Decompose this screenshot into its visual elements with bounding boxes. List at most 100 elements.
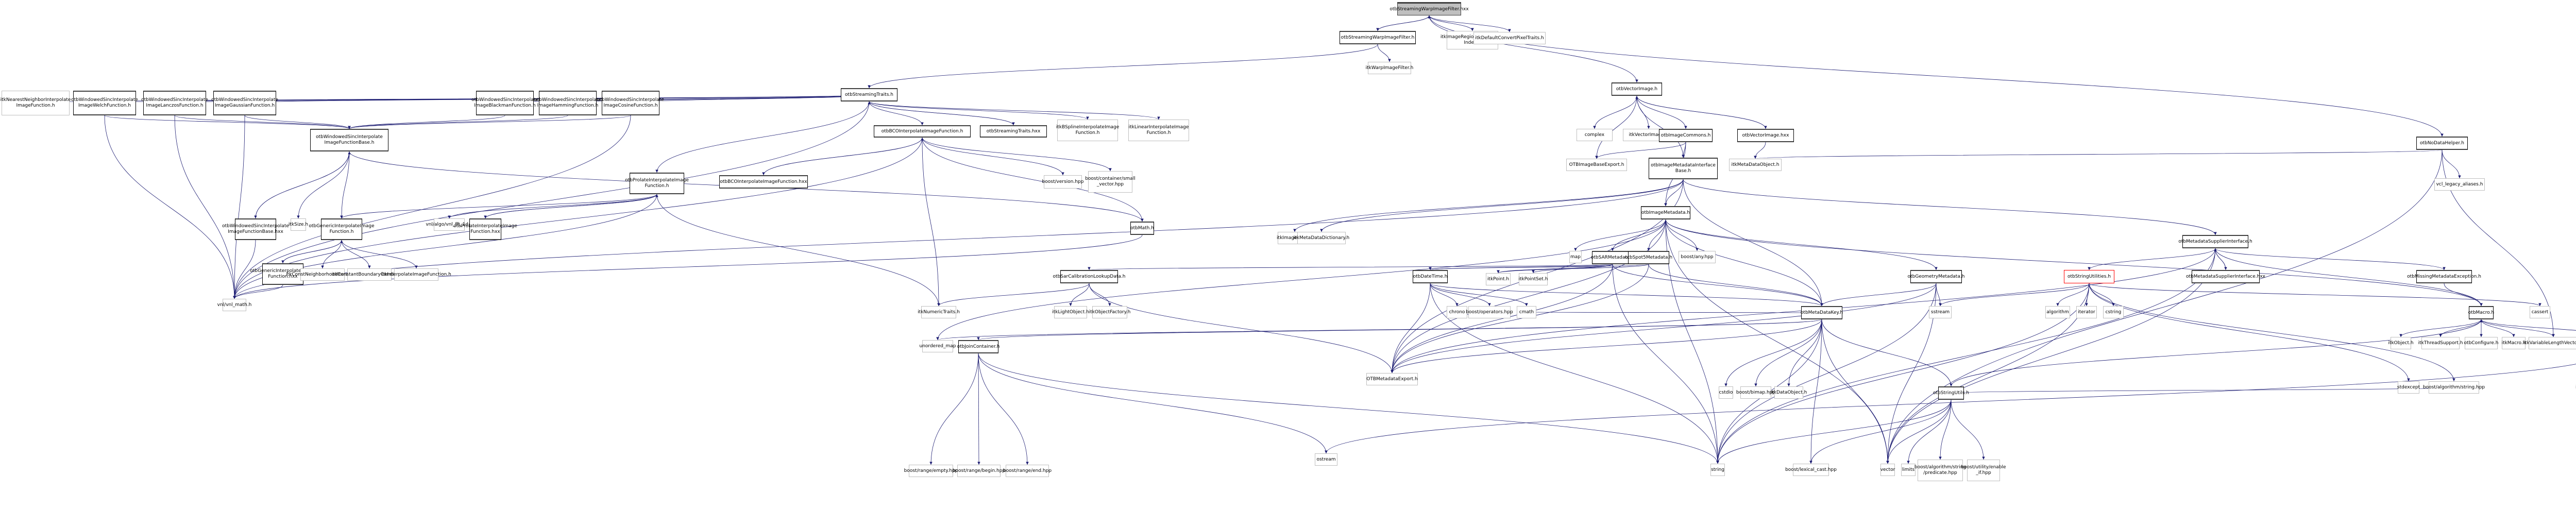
edge-msi-to-string <box>1716 248 2216 464</box>
node-bspl: itkBSplineInterpolateImage Function.h <box>1056 120 1119 141</box>
node-root[interactable]: otbStreamingWarpImageFilter.hxx <box>1389 2 1469 15</box>
node-mdo: itkMetaDataObject.h <box>1729 159 1782 171</box>
node-prolhxx[interactable]: otbProlateInterpolateImage Function.hxx <box>453 218 517 240</box>
node-bas: boost/algorithm/string.hpp <box>2423 381 2485 394</box>
edge-black-to-wsbase <box>348 115 505 129</box>
node-welch[interactable]: otbWindowedSincInterpolate ImageWelchFun… <box>71 91 138 115</box>
edge-msi-to-su <box>2088 248 2216 270</box>
node-sthxx[interactable]: otbStreamingTraits.hxx <box>980 125 1047 138</box>
node-mdexp: OTBMetadataExport.h <box>1366 373 1418 385</box>
edge-sutils-to-bpred <box>1939 399 1952 460</box>
node-dt[interactable]: otbDateTime.h <box>1413 270 1448 283</box>
edge-st-to-lin <box>869 101 1160 120</box>
node-cstring: cstring <box>2103 306 2124 318</box>
edge-bco-to-math <box>922 137 1144 222</box>
node-vi[interactable]: otbVectorImage.h <box>1612 82 1662 96</box>
edge-welch-to-vnlmath <box>104 115 236 299</box>
node-complex: complex <box>1577 129 1613 141</box>
edge-st-to-prol <box>655 101 870 173</box>
edge-st-to-vnlmath <box>233 101 870 299</box>
node-sarmd[interactable]: otbSARMetadata.h <box>1591 251 1634 264</box>
node-ndh[interactable]: otbNoDataHelper.h <box>2416 137 2468 150</box>
node-imib[interactable]: otbImageMetadataInterface Base.h <box>1649 158 1718 179</box>
node-gauss[interactable]: otbWindowedSincInterpolate ImageGaussian… <box>211 91 278 115</box>
node-imc[interactable]: otbImageCommons.h <box>1659 129 1713 142</box>
node-hamm[interactable]: otbWindowedSincInterpolate ImageHammingF… <box>534 91 601 115</box>
edge-msi-to-vector <box>1886 248 2216 464</box>
node-numt: itkNumericTraits.h <box>918 306 960 318</box>
node-bimap: boost/bimap.hpp <box>1736 386 1775 399</box>
edge-dt-to-mdexp <box>1391 283 1431 374</box>
edge-imib-to-mdd <box>1320 179 1684 232</box>
node-vector: vector <box>1880 464 1895 476</box>
node-gen[interactable]: otbGenericInterpolateImage Function.h <box>309 218 375 240</box>
node-bcohxx[interactable]: otbBCOInterpolateImageFunction.hxx <box>719 175 808 189</box>
edge-hamm-to-wsbase <box>348 115 568 129</box>
edge-su-to-cassert <box>2089 283 2541 307</box>
edge-sutils-to-limits <box>1907 399 1952 464</box>
edge-cos-to-wsbase <box>348 115 631 129</box>
node-math[interactable]: otbMath.h <box>1130 222 1154 235</box>
edge-sutils-to-vector <box>1886 399 1952 464</box>
edge-prol-to-fft <box>448 194 657 219</box>
edge-scl-to-lo <box>1069 283 1090 307</box>
edge-sutils-to-bas <box>1951 387 2455 394</box>
node-msihxx[interactable]: otbMetadataSupplierInterface.hxx <box>2186 270 2265 283</box>
edge-dt-to-bops <box>1430 283 1491 307</box>
node-su[interactable]: otbStringUtilities.h <box>2064 270 2114 283</box>
node-wsbase[interactable]: otbWindowedSincInterpolate ImageFunction… <box>310 129 388 151</box>
edge-scl-to-of <box>1089 283 1111 307</box>
node-join[interactable]: otbJoinContainer.h <box>957 340 999 353</box>
edge-geo-to-string <box>1716 283 1937 464</box>
node-genhxx[interactable]: otbGenericInterpolateImage Function.hxx <box>250 263 316 285</box>
node-mdk[interactable]: otbMetaDataKey.h <box>1801 306 1843 319</box>
node-lanczos[interactable]: otbWindowedSincInterpolate ImageLanczosF… <box>141 91 208 115</box>
edge-vi-to-imib <box>1636 95 1685 158</box>
node-msi[interactable]: otbMetadataSupplierInterface.h <box>2178 235 2252 248</box>
edge-su-to-stdexc <box>2089 283 2410 382</box>
edge-prolhxx-to-prol <box>485 194 658 219</box>
node-geo[interactable]: otbGeometryMetadata.h <box>1908 270 1964 283</box>
node-scl[interactable]: otbSarCalibrationLookupData.h <box>1053 270 1125 283</box>
edge-imc-to-ibexp <box>1595 142 1686 159</box>
edge-sutils-to-blc <box>1809 399 1952 464</box>
edge-msihxx-to-msi <box>2214 248 2226 270</box>
node-st[interactable]: otbStreamingTraits.h <box>841 88 897 101</box>
node-iif: itkInterpolateImageFunction.h <box>381 268 451 281</box>
node-bpred: boost/algorithm/string /predicate.hpp <box>1914 460 1966 481</box>
node-cos[interactable]: otbWindowedSincInterpolate ImageCosineFu… <box>597 91 664 115</box>
node-ts: itkThreadSupport.h <box>2418 337 2463 349</box>
node-macro[interactable]: otbMacro.h <box>2468 306 2494 319</box>
node-black[interactable]: otbWindowedSincInterpolate ImageBlackman… <box>471 91 538 115</box>
edge-dt-to-mdk <box>1430 283 1823 307</box>
node-pt: itkPoint.h <box>1486 273 1511 285</box>
edge-gen-to-iif <box>341 240 418 269</box>
node-vihxx[interactable]: otbVectorImage.hxx <box>1737 129 1794 142</box>
edge-ndh-to-mdo <box>1754 149 2443 159</box>
node-spot5[interactable]: otbSpot5Metadata.h <box>1625 251 1672 264</box>
edge-lanczos-to-wsbase <box>174 115 351 129</box>
node-sstream: sstream <box>1929 306 1952 318</box>
node-bco[interactable]: otbBCOInterpolateImageFunction.h <box>874 125 971 138</box>
edge-join-to-brb <box>977 353 980 465</box>
edge-vi-to-imc <box>1636 95 1687 129</box>
edge-mme-to-macro <box>2444 283 2483 307</box>
node-bany: boost/any.hpp <box>1679 251 1716 263</box>
edge-gauss-to-vnlmath <box>233 115 245 299</box>
edge-welch-to-wsbase <box>104 115 351 129</box>
node-chrono: chrono <box>1447 306 1467 318</box>
node-brend: boost/range/end.hpp <box>1003 465 1052 477</box>
node-swif[interactable]: otbStreamingWarpImageFilter.h <box>1340 31 1416 44</box>
edge-wsbase-to-size <box>297 151 350 219</box>
node-sutils[interactable]: otbStringUtils.h <box>1933 386 1969 400</box>
node-wsbasehxx[interactable]: otbWindowedSincInterpolate ImageFunction… <box>222 218 289 240</box>
node-mme[interactable]: otbMissingMetadataException.h <box>2407 270 2481 283</box>
node-prol[interactable]: otbProlateInterpolateImage Function.h <box>625 173 689 194</box>
edge-bco-to-bsv <box>922 137 1112 172</box>
edge-lanczos-to-vnlmath <box>174 115 236 299</box>
node-of: itkObjectFactory.h <box>1089 306 1130 318</box>
node-imgmd[interactable]: otbImageMetadata.h <box>1641 206 1690 219</box>
edge-st-to-bspl <box>869 101 1089 120</box>
